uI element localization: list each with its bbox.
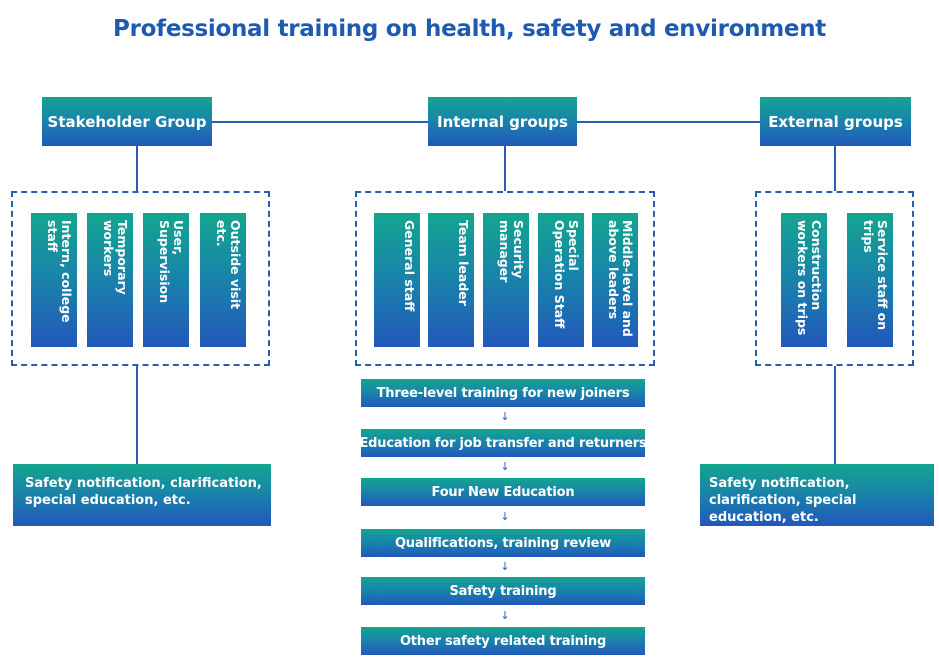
internal-groups-header: Internal groups (428, 97, 577, 146)
member-construction-workers: Construction workers on trips (781, 213, 827, 347)
member-general-staff: General staff (374, 213, 420, 347)
member-service-staff: Service staff on trips (847, 213, 893, 347)
member-label: Intern, college staff (45, 220, 74, 323)
member-outside-visit: Outside visit etc. (200, 213, 246, 347)
member-security-manager: Security manager (483, 213, 529, 347)
member-label: Security manager (497, 220, 526, 283)
member-label: General staff (402, 220, 417, 312)
training-step-label: Safety training (449, 583, 557, 599)
member-label: User, Supervision (157, 220, 186, 304)
stakeholder-group-label: Stakeholder Group (47, 112, 207, 131)
internal-members-container (355, 191, 655, 366)
training-step-label: Other safety related training (399, 633, 607, 649)
training-step: Qualifications, training review (361, 529, 645, 557)
member-label: Middle-level and above leaders (606, 220, 635, 337)
connector-top-left (212, 121, 428, 123)
down-arrow-icon: ↓ (500, 510, 510, 523)
stakeholder-note-text: Safety notification, clarification, spec… (25, 476, 262, 508)
member-intern-college-staff: Intern, college staff (31, 213, 77, 347)
connector-stakeholder-note (136, 366, 138, 464)
training-step: Safety training (361, 577, 645, 605)
connector-internal-down (504, 146, 506, 191)
external-members-container (755, 191, 914, 366)
external-groups-header: External groups (760, 97, 911, 146)
training-step-label: Education for job transfer and returners (359, 435, 647, 451)
connector-external-down (834, 146, 836, 191)
stakeholder-members-container (11, 191, 270, 366)
training-step: Other safety related training (361, 627, 645, 655)
member-user-supervision: User, Supervision (143, 213, 189, 347)
training-step: Education for job transfer and returners (359, 429, 647, 457)
down-arrow-icon: ↓ (500, 609, 510, 622)
member-label: Team leader (456, 220, 471, 306)
training-step-label: Three-level training for new joiners (376, 385, 630, 401)
connector-top-right (577, 121, 760, 123)
internal-groups-label: Internal groups (437, 112, 568, 131)
member-label: Service staff on trips (861, 220, 890, 331)
external-note: Safety notification, clarification, spec… (700, 464, 934, 526)
training-step: Three-level training for new joiners (361, 379, 645, 407)
down-arrow-icon: ↓ (500, 410, 510, 423)
training-step: Four New Education (361, 478, 645, 506)
training-step-label: Qualifications, training review (394, 535, 612, 551)
down-arrow-icon: ↓ (500, 560, 510, 573)
member-middle-level-leaders: Middle-level and above leaders (592, 213, 638, 347)
external-note-text: Safety notification, clarification, spec… (709, 476, 857, 525)
member-team-leader: Team leader (428, 213, 474, 347)
down-arrow-icon: ↓ (500, 460, 510, 473)
connector-stakeholder-down (136, 146, 138, 191)
page-title: Professional training on health, safety … (113, 16, 826, 42)
external-groups-label: External groups (768, 112, 903, 131)
member-label: Temporary workers (101, 220, 130, 295)
connector-external-note (834, 366, 836, 464)
stakeholder-note: Safety notification, clarification, spec… (13, 464, 271, 526)
member-label: Special Operation Staff (552, 220, 581, 329)
member-special-operation-staff: Special Operation Staff (538, 213, 584, 347)
stakeholder-group-header: Stakeholder Group (42, 97, 212, 146)
training-step-label: Four New Education (431, 484, 575, 500)
member-label: Construction workers on trips (795, 220, 824, 336)
member-label: Outside visit etc. (214, 220, 243, 310)
member-temporary-workers: Temporary workers (87, 213, 133, 347)
